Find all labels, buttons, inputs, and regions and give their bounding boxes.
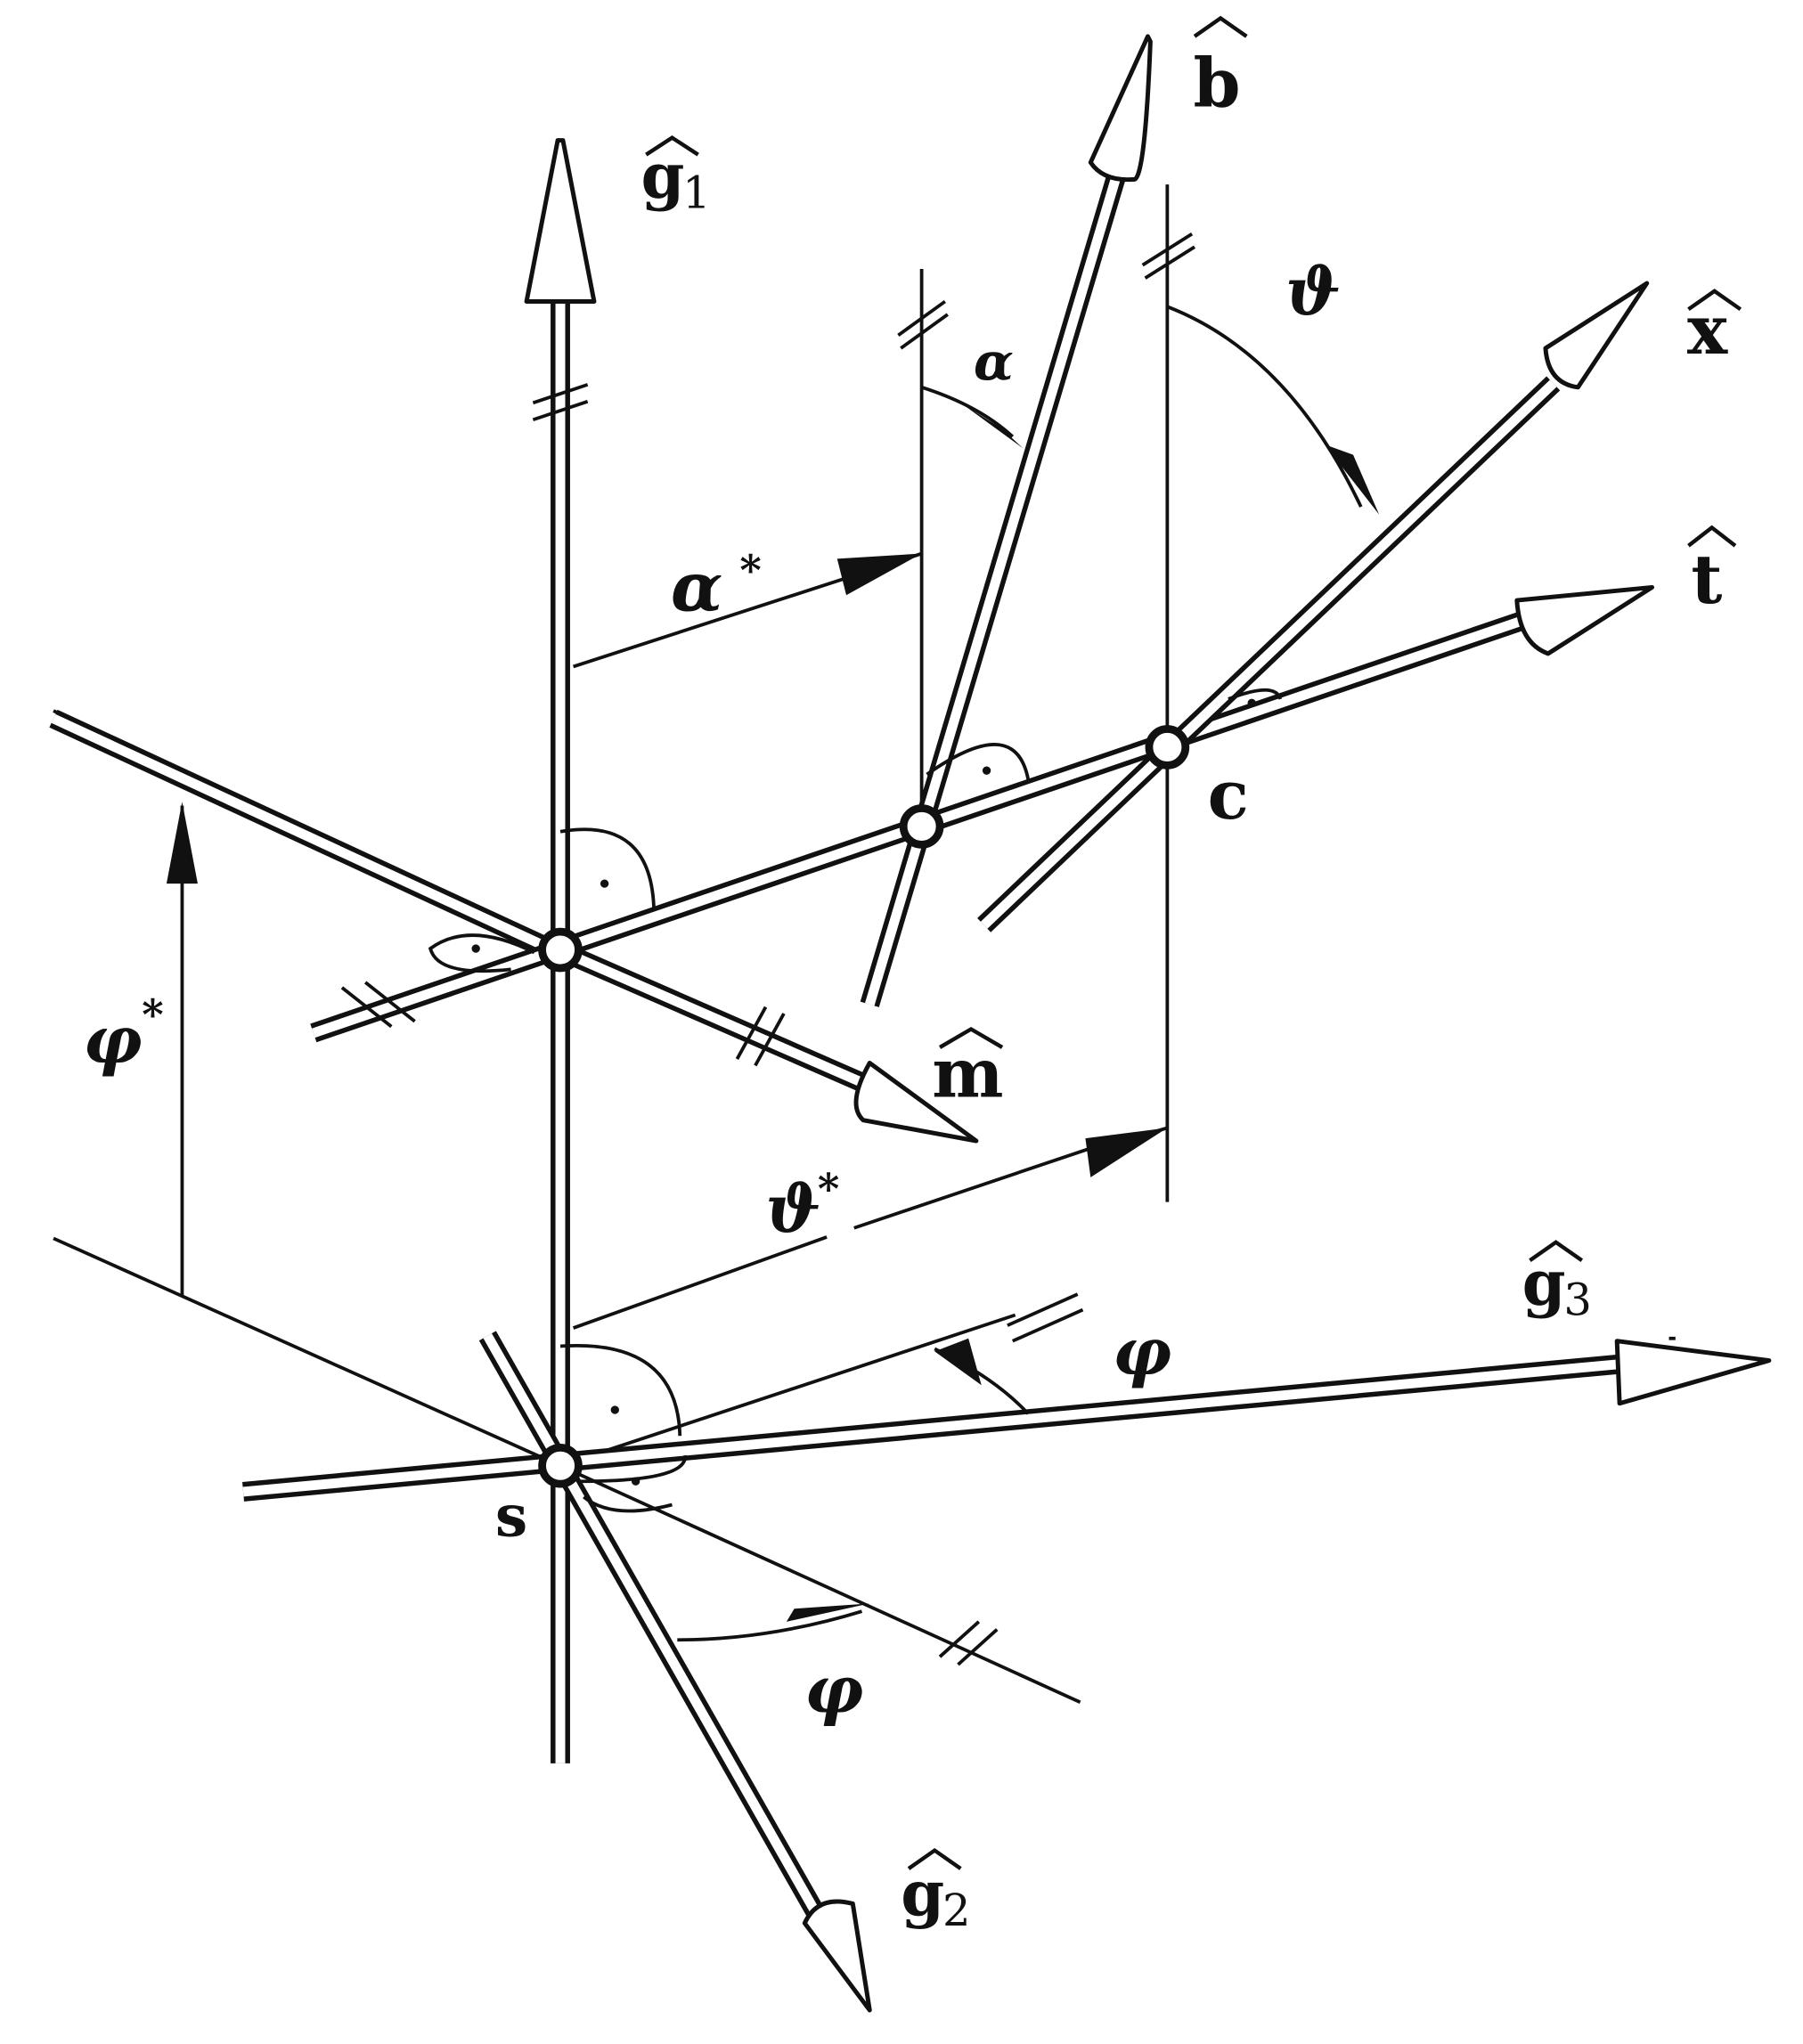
g3-arrowhead (1614, 1339, 1772, 1406)
label-alpha-star-sup: * (739, 547, 761, 596)
label-m: m (932, 1033, 1003, 1112)
label-c: c (1208, 755, 1249, 835)
label-s: s (495, 1484, 527, 1551)
reference-lines (53, 184, 1676, 1705)
node-s (538, 1443, 583, 1488)
label-g2-sub: 2 (942, 1885, 971, 1936)
joint-nodes (538, 725, 1190, 1488)
label-theta-star-sup: * (818, 1165, 839, 1214)
angle-labels: α α * ϑ ϑ * φ φ φ * (84, 255, 1341, 1729)
g1-arrowhead (524, 138, 597, 304)
label-g3-sub: 3 (1563, 1274, 1592, 1326)
parallel-ticks (340, 232, 1196, 1666)
label-phi: φ (1113, 1315, 1171, 1391)
label-theta: ϑ (1285, 255, 1341, 330)
g2-arrowhead (802, 1899, 872, 2013)
x-arrowhead (1543, 281, 1650, 390)
t-arrowhead (1514, 584, 1655, 656)
label-g3: g (1522, 1246, 1566, 1320)
label-phi-star: φ (84, 1003, 143, 1079)
node-c (1145, 725, 1190, 770)
right-angle-marks (428, 688, 1283, 1513)
label-g1-sub: 1 (682, 167, 711, 218)
label-alpha: α (974, 330, 1014, 392)
axis-heads (524, 34, 1772, 2013)
label-theta-star: ϑ (766, 1172, 821, 1248)
label-g1: g (640, 139, 684, 213)
label-g2: g (901, 1857, 944, 1931)
label-b: b (1194, 44, 1241, 123)
m-arrowhead (853, 1060, 979, 1144)
label-alpha-star: α (671, 548, 722, 627)
label-t: t (1691, 540, 1722, 619)
label-phi-star-sup: * (142, 991, 163, 1040)
label-phi-lower: φ (804, 1653, 863, 1729)
b-arrowhead (1088, 34, 1153, 183)
node-b (899, 804, 944, 849)
label-x: x (1687, 290, 1728, 370)
dimension-arrowheads (166, 403, 1380, 1622)
axis-labels: g 1 b x t m c s g 3 g 2 (495, 15, 1742, 1936)
node-upper (538, 927, 583, 973)
